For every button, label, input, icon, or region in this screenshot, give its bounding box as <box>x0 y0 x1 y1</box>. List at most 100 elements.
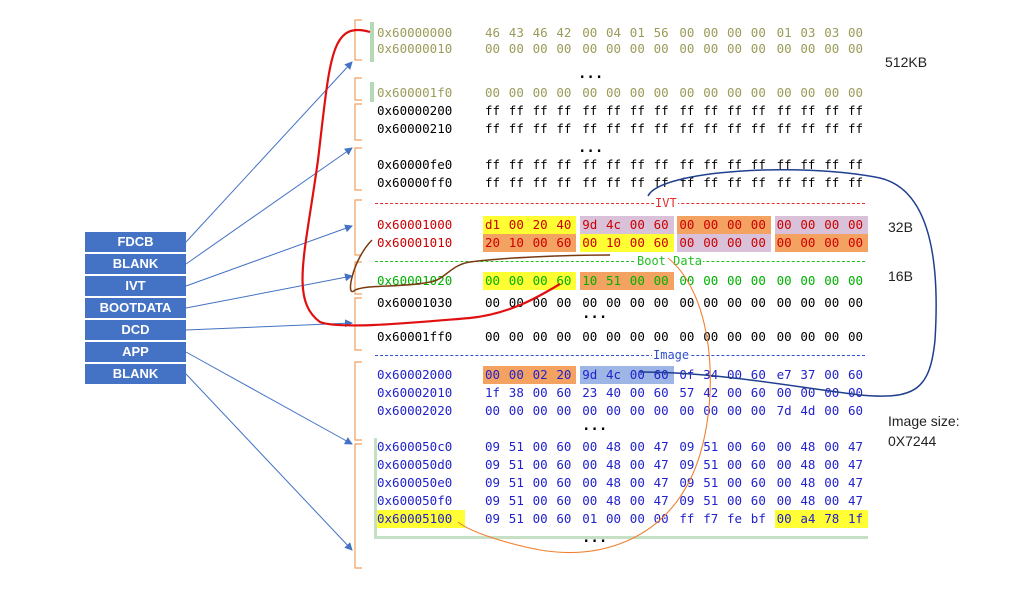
hex-byte: 00 <box>727 367 743 382</box>
row-address: 0x60001ff0 <box>377 329 453 344</box>
hex-byte: 09 <box>679 439 695 454</box>
hex-byte: 00 <box>508 217 524 232</box>
hex-byte: ff <box>629 103 645 118</box>
hex-byte: 37 <box>800 367 816 382</box>
image-size-value: 0X7244 <box>888 433 937 449</box>
hex-byte: 00 <box>485 403 501 418</box>
hex-byte: 00 <box>848 235 864 250</box>
hex-byte: ff <box>750 157 766 172</box>
hex-byte: ff <box>679 511 695 526</box>
hex-byte: 00 <box>824 273 840 288</box>
hex-byte: 60 <box>750 367 766 382</box>
hex-byte: 00 <box>582 85 598 100</box>
hex-byte: 00 <box>485 329 501 344</box>
hex-byte: 00 <box>776 217 792 232</box>
hex-byte: 00 <box>824 493 840 508</box>
hex-byte: e7 <box>776 367 792 382</box>
hex-byte: ff <box>556 103 572 118</box>
row-address: 0x60002020 <box>377 403 453 418</box>
hex-byte: 00 <box>703 235 719 250</box>
hex-byte: 00 <box>629 403 645 418</box>
hex-byte: ff <box>508 103 524 118</box>
hex-byte: 00 <box>800 217 816 232</box>
hex-byte: 00 <box>750 273 766 288</box>
hex-byte: 00 <box>776 235 792 250</box>
hex-byte: 51 <box>703 475 719 490</box>
hex-byte: 00 <box>824 217 840 232</box>
hex-byte: 00 <box>703 295 719 310</box>
hex-byte: 00 <box>485 367 501 382</box>
hex-byte: 00 <box>848 85 864 100</box>
hex-byte: 51 <box>703 439 719 454</box>
hex-byte: 00 <box>727 25 743 40</box>
hex-byte: 47 <box>848 475 864 490</box>
legend-fdcb: FDCB <box>85 232 186 252</box>
hex-byte: ff <box>532 103 548 118</box>
hex-byte: 00 <box>508 273 524 288</box>
hex-byte: 00 <box>750 329 766 344</box>
hex-byte: ff <box>776 103 792 118</box>
hex-byte: 00 <box>679 41 695 56</box>
hex-byte: 48 <box>606 439 622 454</box>
hex-byte: 00 <box>750 85 766 100</box>
byte-group-highlight <box>774 510 868 528</box>
hex-byte: 09 <box>679 475 695 490</box>
ellipsis: ... <box>582 530 608 546</box>
hex-byte: ff <box>848 175 864 190</box>
hex-byte: 00 <box>629 367 645 382</box>
hex-byte: 00 <box>848 329 864 344</box>
hex-byte: 48 <box>606 493 622 508</box>
hex-byte: 7d <box>776 403 792 418</box>
hex-byte: 60 <box>653 235 669 250</box>
hex-byte: 00 <box>824 85 840 100</box>
hex-byte: 00 <box>653 511 669 526</box>
hex-byte: 48 <box>800 493 816 508</box>
hex-byte: 00 <box>800 385 816 400</box>
hex-byte: 00 <box>508 367 524 382</box>
row-address: 0x60001030 <box>377 295 453 310</box>
ivt-separator-label: IVT <box>654 196 678 210</box>
hex-byte: 00 <box>582 457 598 472</box>
hex-byte: 00 <box>582 41 598 56</box>
hex-byte: ff <box>776 157 792 172</box>
hex-byte: 51 <box>703 457 719 472</box>
hex-byte: 09 <box>485 457 501 472</box>
hex-byte: 00 <box>582 475 598 490</box>
hex-byte: ff <box>606 121 622 136</box>
hex-byte: 60 <box>653 385 669 400</box>
hex-byte: 10 <box>606 235 622 250</box>
hex-byte: 00 <box>606 511 622 526</box>
hex-byte: ff <box>800 103 816 118</box>
hex-byte: 00 <box>824 367 840 382</box>
hex-byte: ff <box>800 157 816 172</box>
hex-byte: ff <box>727 103 743 118</box>
row-address: 0x60000210 <box>377 121 453 136</box>
hex-byte: 60 <box>556 511 572 526</box>
ivt-separator <box>375 203 865 204</box>
hex-byte: ff <box>679 175 695 190</box>
hex-byte: 00 <box>824 403 840 418</box>
hex-byte: ff <box>485 175 501 190</box>
hex-byte: 00 <box>679 329 695 344</box>
hex-byte: ff <box>727 175 743 190</box>
hex-byte: 00 <box>703 403 719 418</box>
hex-byte: ff <box>653 103 669 118</box>
hex-byte: ff <box>703 103 719 118</box>
hex-byte: ff <box>556 121 572 136</box>
hex-byte: 00 <box>776 475 792 490</box>
hex-byte: 00 <box>629 217 645 232</box>
hex-byte: 00 <box>629 385 645 400</box>
row-address: 0x60000ff0 <box>377 175 453 190</box>
hex-byte: 10 <box>582 273 598 288</box>
row-address: 0x60000200 <box>377 103 453 118</box>
hex-byte: 03 <box>800 25 816 40</box>
hex-byte: 57 <box>679 385 695 400</box>
hex-byte: ff <box>703 121 719 136</box>
hex-byte: 60 <box>556 439 572 454</box>
hex-byte: ff <box>606 103 622 118</box>
hex-byte: 09 <box>679 457 695 472</box>
hex-byte: 47 <box>653 475 669 490</box>
hex-byte: 60 <box>556 493 572 508</box>
